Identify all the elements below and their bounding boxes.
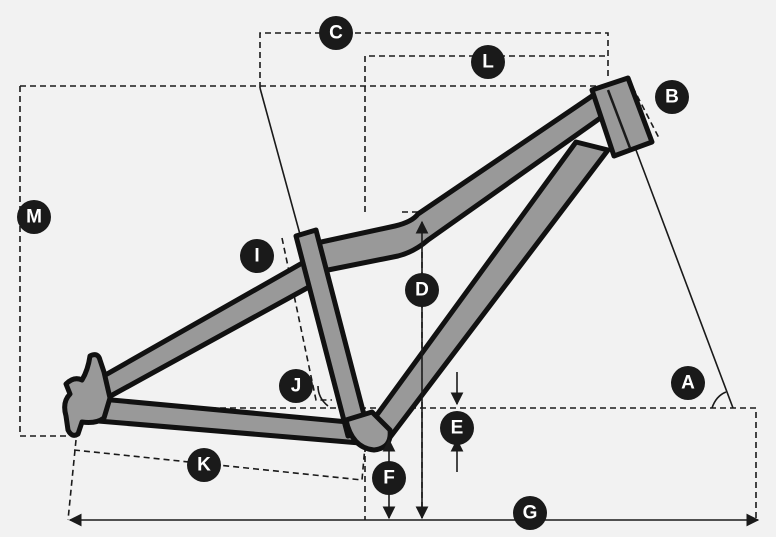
badge-j: J [279, 369, 313, 403]
reference-lines [19, 32, 757, 521]
head-tube-inner [606, 89, 632, 149]
badge-k: K [187, 448, 221, 482]
head-angle-line [635, 149, 734, 409]
label-k: K [197, 455, 211, 476]
seat-angle-arc [317, 385, 329, 407]
badge-d: D [405, 273, 439, 307]
label-e: E [451, 418, 464, 439]
badge-l: L [471, 45, 505, 79]
bottom-bracket [343, 409, 393, 453]
rear-dropout [62, 352, 113, 438]
label-l: L [482, 52, 494, 73]
label-a: A [681, 373, 695, 394]
badge-f: F [372, 461, 406, 495]
badge-e: E [440, 411, 474, 445]
label-c: C [329, 23, 343, 44]
badge-m: M [17, 200, 51, 234]
dimension-l-line [364, 55, 608, 212]
head-angle-arc [711, 391, 727, 409]
label-i: I [254, 246, 259, 267]
dimension-e-line [80, 407, 757, 520]
label-f: F [383, 468, 395, 489]
chain-stay [83, 395, 375, 447]
badge-a: A [671, 366, 705, 400]
label-d: D [415, 280, 429, 301]
label-j: J [291, 376, 302, 397]
head-tube [589, 75, 655, 159]
badge-b: B [655, 80, 689, 114]
bike-frame [62, 75, 655, 453]
label-m: M [26, 207, 42, 228]
label-b: B [665, 87, 679, 108]
badge-g: G [513, 496, 547, 530]
dimension-m-line [19, 85, 608, 437]
badge-c: C [319, 16, 353, 50]
dimension-c-line [259, 32, 609, 88]
badge-i: I [240, 239, 274, 273]
dimension-g-guide [67, 439, 77, 521]
dimension-k-line [73, 445, 366, 481]
label-g: G [523, 503, 538, 524]
